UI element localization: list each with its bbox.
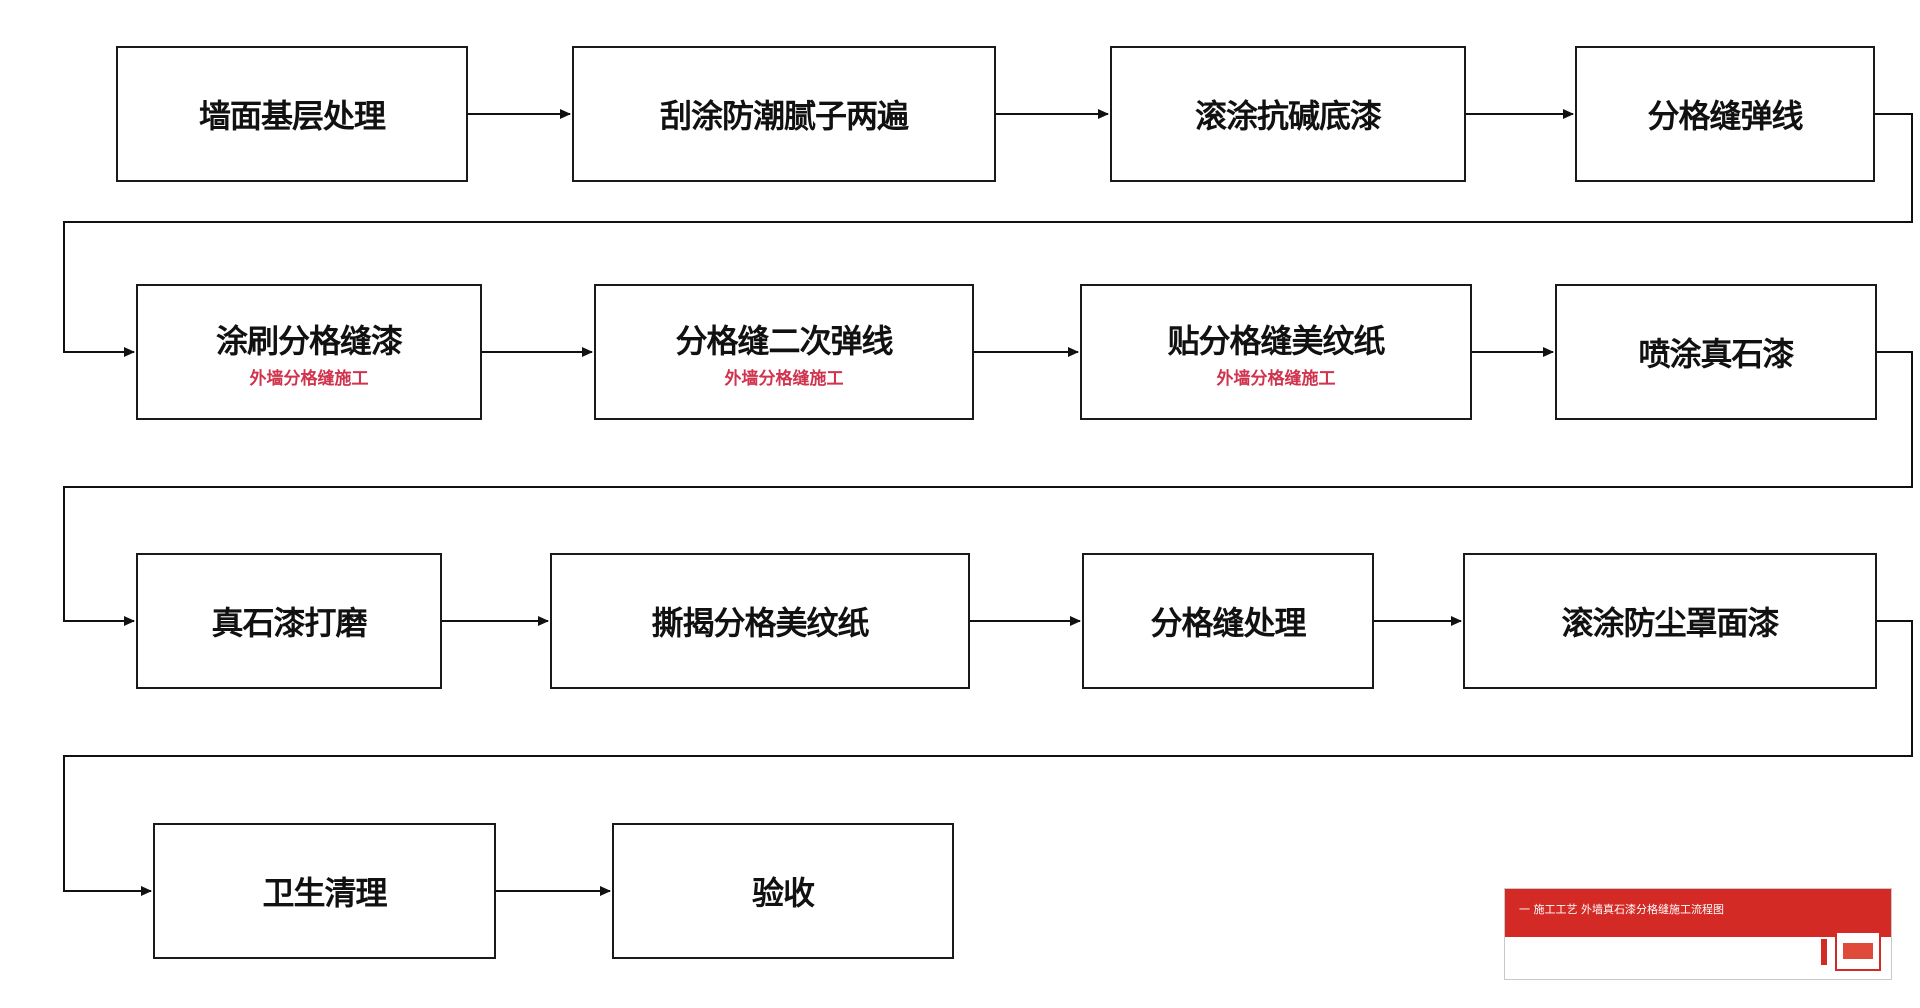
step-r2-c4-label: 喷涂真石漆 bbox=[1638, 335, 1794, 373]
step-r4-c1-label: 卫生清理 bbox=[262, 874, 387, 912]
stamp-logo-icon bbox=[1835, 931, 1881, 971]
watermark-stamp: 一 施工工艺 外墙真石漆分格缝施工流程图 bbox=[1504, 888, 1892, 980]
step-r1-c2-label: 刮涂防潮腻子两遍 bbox=[659, 97, 909, 135]
stamp-mark bbox=[1821, 939, 1827, 965]
step-r3-c2-box: 撕揭分格美纹纸 bbox=[550, 553, 970, 689]
step-r1-c1-label: 墙面基层处理 bbox=[198, 97, 386, 135]
step-r1-c3-label: 滚涂抗碱底漆 bbox=[1194, 97, 1382, 135]
step-r3-c2-label: 撕揭分格美纹纸 bbox=[651, 604, 869, 642]
return-connector-row1-to-row2 bbox=[63, 113, 1913, 357]
step-r1-c4-box: 分格缝弹线 bbox=[1575, 46, 1875, 182]
step-r1-c1-box: 墙面基层处理 bbox=[116, 46, 468, 182]
step-r1-c3-box: 滚涂抗碱底漆 bbox=[1110, 46, 1466, 182]
step-r4-c1-box: 卫生清理 bbox=[153, 823, 496, 959]
step-r2-c1-note: 外墙分格缝施工 bbox=[249, 368, 369, 389]
return-connector-row2-to-row3 bbox=[63, 351, 1913, 626]
step-r4-c2-box: 验收 bbox=[612, 823, 954, 959]
stamp-band: 一 施工工艺 外墙真石漆分格缝施工流程图 bbox=[1505, 889, 1891, 937]
step-r3-c1-label: 真石漆打磨 bbox=[211, 604, 367, 642]
step-r2-c2-label: 分格缝二次弹线 bbox=[675, 321, 893, 360]
step-r2-c3-label: 贴分格缝美纹纸 bbox=[1167, 321, 1385, 360]
step-r2-c4-box: 喷涂真石漆 bbox=[1555, 284, 1877, 420]
step-r2-c1-box: 涂刷分格缝漆外墙分格缝施工 bbox=[136, 284, 482, 420]
step-r2-c1-label: 涂刷分格缝漆 bbox=[215, 321, 403, 360]
step-r2-c3-box: 贴分格缝美纹纸外墙分格缝施工 bbox=[1080, 284, 1472, 420]
step-r3-c3-box: 分格缝处理 bbox=[1082, 553, 1374, 689]
step-r4-c2-label: 验收 bbox=[751, 874, 815, 912]
step-r2-c2-note: 外墙分格缝施工 bbox=[724, 368, 844, 389]
step-r2-c3-note: 外墙分格缝施工 bbox=[1216, 368, 1336, 389]
return-connector-row3-to-row4 bbox=[63, 620, 1913, 896]
step-r3-c4-box: 滚涂防尘罩面漆 bbox=[1463, 553, 1877, 689]
step-r3-c3-label: 分格缝处理 bbox=[1150, 604, 1306, 642]
step-r3-c4-label: 滚涂防尘罩面漆 bbox=[1561, 604, 1779, 642]
step-r1-c2-box: 刮涂防潮腻子两遍 bbox=[572, 46, 996, 182]
stamp-text: 一 施工工艺 外墙真石漆分格缝施工流程图 bbox=[1519, 903, 1724, 916]
step-r1-c4-label: 分格缝弹线 bbox=[1647, 97, 1803, 135]
step-r3-c1-box: 真石漆打磨 bbox=[136, 553, 442, 689]
step-r2-c2-box: 分格缝二次弹线外墙分格缝施工 bbox=[594, 284, 974, 420]
